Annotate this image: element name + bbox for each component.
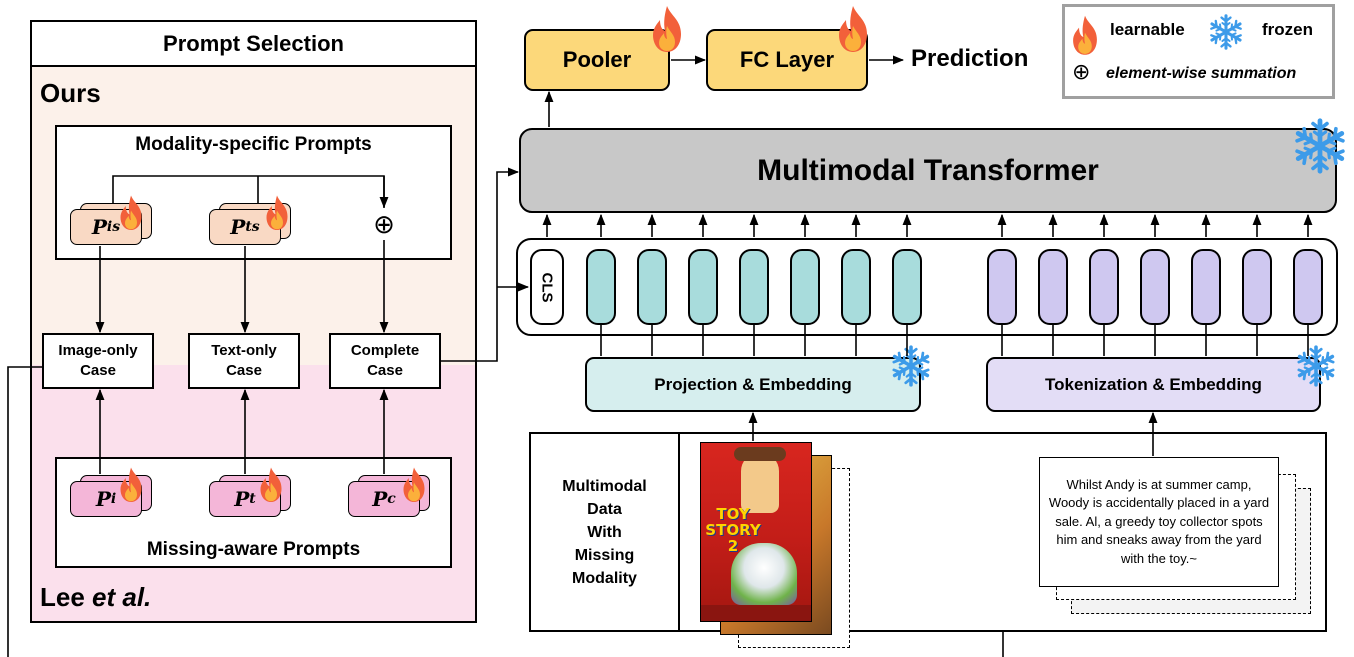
image-token [586,249,616,325]
snowflake-icon [890,345,932,387]
lee-name: Lee [40,582,93,612]
p-c-base: P [372,487,388,511]
poster-title: TOY STORY 2 [705,505,761,555]
p-t-base: P [234,487,250,511]
pooler-box: Pooler [524,29,670,91]
p-is-sub: is [106,219,121,235]
p-ts-base: P [230,215,246,239]
fire-icon [256,466,286,504]
legend-sum-symbol: ⊕ [1072,60,1091,85]
p-t-sub: t [249,491,256,507]
text-only-case-box: Text-only Case [188,333,300,389]
tokenization-embedding-box: Tokenization & Embedding [986,357,1321,412]
data-label-line3: With [587,523,622,541]
text-sample-card: Whilst Andy is at summer camp, Woody is … [1039,457,1279,587]
image-only-case-line1: Image-only [58,342,138,359]
p-is-base: P [91,215,107,239]
image-token [841,249,871,325]
fire-icon [1068,14,1102,57]
data-divider [678,432,680,632]
left-feed-line [7,366,42,657]
p-i-sub: i [110,491,117,507]
complete-case-box: Complete Case [329,333,441,389]
fire-icon [647,4,687,54]
modality-specific-prompts-title: Modality-specific Prompts [135,134,372,155]
token-links [600,325,1309,356]
legend-frozen-label: frozen [1262,20,1313,39]
snowflake-icon [1295,345,1337,387]
ms-tree-line [112,175,385,208]
poster-character-hat [734,447,786,461]
ours-label: Ours [40,78,101,108]
toy-story-poster: TOY STORY 2 [700,442,812,622]
data-label-line2: Data [587,500,622,518]
prediction-label: Prediction [911,45,1029,72]
legend-sum-label: element-wise summation [1106,65,1297,82]
lee-etal: et al. [92,582,152,612]
fire-icon [399,466,429,504]
text-token [1191,249,1221,325]
text-token [1038,249,1068,325]
missing-aware-prompts-title: Missing-aware Prompts [146,539,361,560]
multimodal-transformer-box: Multimodal Transformer [519,128,1337,213]
p-c-sub: c [387,491,396,507]
fire-icon [262,194,292,232]
text-token [987,249,1017,325]
image-token [637,249,667,325]
text-token [1089,249,1119,325]
fire-icon [833,4,873,54]
snowflake-icon [1208,14,1244,50]
poster-character-woody [741,453,779,513]
data-label-line5: Modality [572,569,637,587]
image-token [688,249,718,325]
legend-learnable-label: learnable [1110,20,1185,39]
fire-icon [116,194,146,232]
poster-character-buzz [731,543,797,605]
text-only-case-line1: Text-only [211,342,277,359]
token-arrows [542,213,1313,237]
cls-token: CLS [530,249,564,325]
prompt-selection-title: Prompt Selection [30,20,477,67]
p-ts-sub: ts [245,219,260,235]
image-token [790,249,820,325]
arrow-complete-to-transformer [441,167,520,362]
lee-label: Lee et al. [40,582,151,613]
data-label-line4: Missing [574,546,635,564]
complete-case-line1: Complete [350,342,420,359]
text-token [1140,249,1170,325]
image-only-case-line2: Case [80,362,116,379]
text-only-case-line2: Case [226,362,262,379]
data-label: Multimodal Data With Missing Modality [531,434,678,630]
image-token [892,249,922,325]
data-label-line1: Multimodal [562,477,647,495]
text-token [1242,249,1272,325]
legend-box [1062,4,1335,99]
fire-icon [116,466,146,504]
image-token [739,249,769,325]
image-only-case-box: Image-only Case [42,333,154,389]
text-token [1293,249,1323,325]
projection-embedding-box: Projection & Embedding [585,357,921,412]
snowflake-icon [1292,118,1348,174]
poster-footer [701,605,811,621]
summation-symbol: ⊕ [373,210,395,240]
complete-case-line2: Case [367,362,403,379]
p-i-base: P [95,487,111,511]
